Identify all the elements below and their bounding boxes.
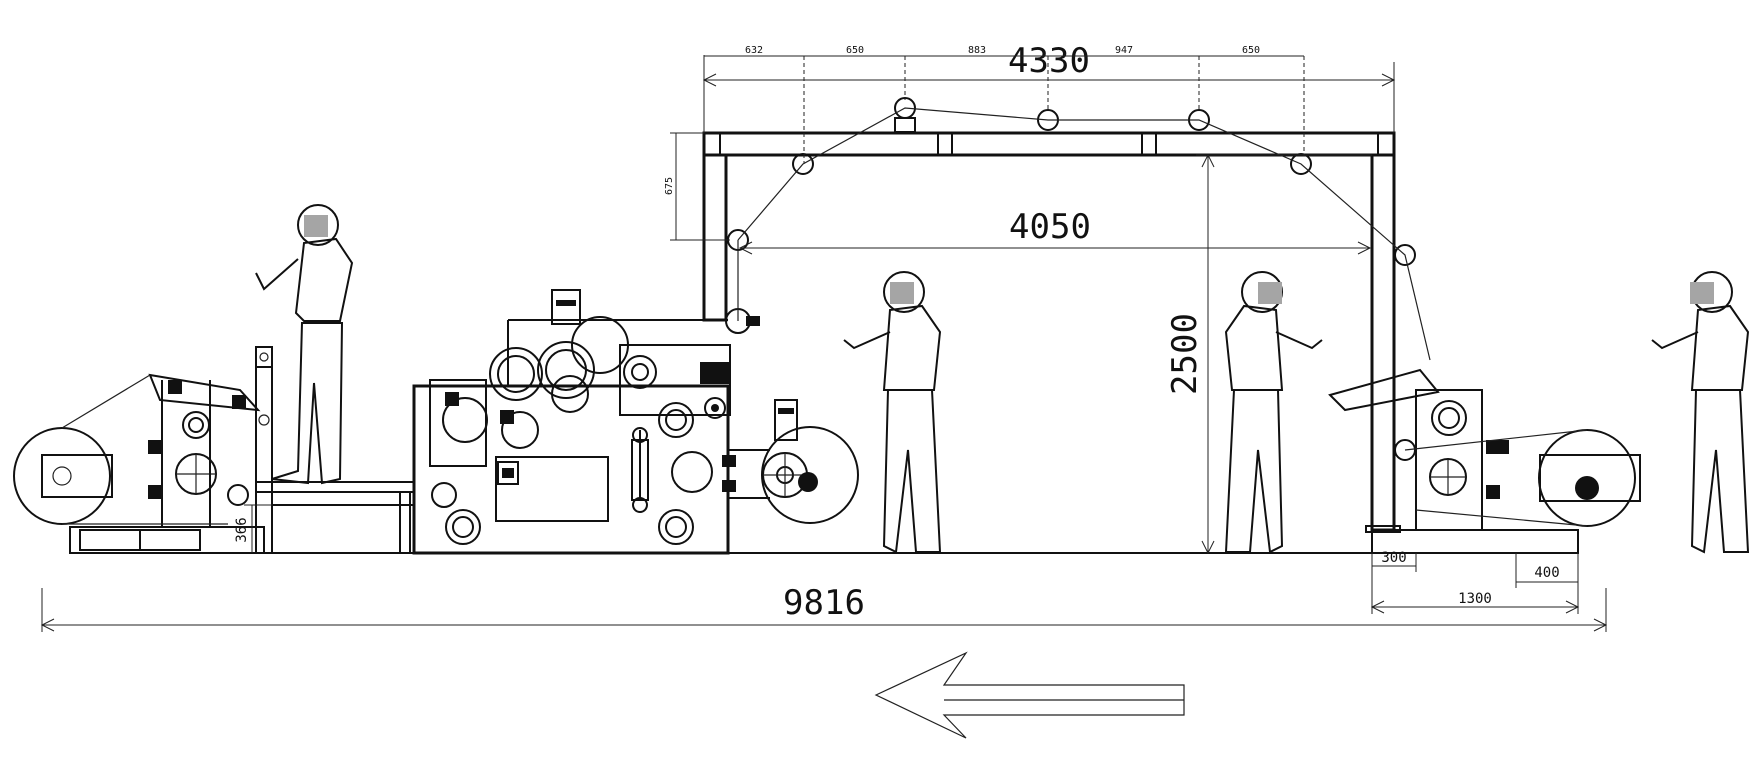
coating-unit — [412, 289, 760, 555]
blurred-face — [1690, 282, 1714, 304]
dim-frame-segments: 632 650 883 947 650 — [704, 45, 1305, 164]
dim-base-height: 366 — [234, 504, 272, 553]
left-unwinder — [13, 373, 265, 554]
dim-right-end-offset-label: 400 — [1534, 565, 1559, 581]
dim-segment-4: 947 — [1115, 45, 1133, 56]
dim-segment-1: 632 — [745, 45, 763, 56]
dim-inner-span-label: 4050 — [1009, 207, 1091, 247]
dim-foot-width-label: 300 — [1381, 550, 1406, 566]
operator-platform — [255, 346, 415, 553]
dim-segment-3: 883 — [968, 45, 986, 56]
dim-right-end-offset: 400 — [1515, 553, 1579, 614]
dim-overall-length: 9816 — [40, 583, 1608, 632]
dim-foot-width: 300 — [1371, 550, 1417, 614]
dim-frame-span-label: 4330 — [1008, 41, 1090, 81]
dim-frame-depth-label: 675 — [664, 177, 675, 195]
dim-right-unit-length: 1300 — [1370, 591, 1580, 614]
blurred-face — [304, 215, 328, 237]
dim-frame-height: 2500 — [1165, 153, 1372, 555]
unwind-roll — [13, 427, 111, 525]
right-rewinder — [1328, 368, 1641, 554]
dim-segment-2: 650 — [846, 45, 864, 56]
dim-frame-span: 4330 — [702, 41, 1396, 133]
dim-frame-height-label: 2500 — [1165, 313, 1205, 395]
dim-segment-5: 650 — [1242, 45, 1260, 56]
operator-figure-3 — [1224, 271, 1323, 554]
dim-inner-span: 4050 — [738, 207, 1372, 255]
operator-figure-4 — [1651, 271, 1750, 554]
blurred-face — [1258, 282, 1282, 304]
flow-direction-arrow — [874, 651, 1185, 739]
operator-figure-1 — [255, 204, 354, 485]
dim-base-height-label: 366 — [234, 517, 250, 542]
middle-rewinder — [671, 399, 859, 524]
blurred-face — [890, 282, 914, 304]
dim-right-unit-length-label: 1300 — [1458, 591, 1492, 607]
dim-frame-depth: 675 — [664, 132, 730, 241]
overhead-frame — [702, 97, 1431, 533]
dim-overall-length-label: 9816 — [783, 583, 865, 623]
operator-figure-2 — [843, 271, 942, 554]
